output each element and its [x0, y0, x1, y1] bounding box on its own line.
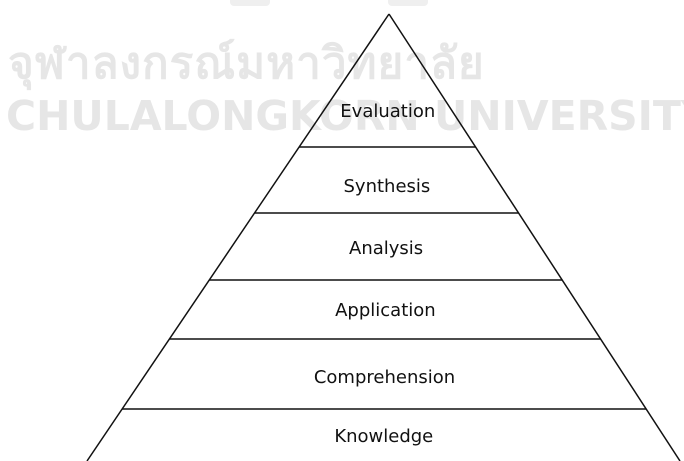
watermark-thai-text: จุฬาลงกรณ์มหาวิทยาลัย: [8, 38, 485, 89]
pyramid-level-label: Evaluation: [340, 101, 435, 122]
pyramid-level-label: Comprehension: [314, 367, 455, 388]
pyramid-level-label: Synthesis: [344, 176, 431, 197]
pyramid-labels: EvaluationSynthesisAnalysisApplicationCo…: [314, 101, 455, 447]
watermark-crest-left: [230, 0, 270, 6]
pyramid-right-edge: [388, 13, 681, 461]
pyramid-level-label: Knowledge: [334, 426, 433, 447]
watermark-crest-right: [388, 0, 428, 6]
pyramid-left-edge: [86, 13, 390, 461]
pyramid-level-label: Analysis: [349, 238, 423, 259]
pyramid-level-label: Application: [335, 300, 436, 321]
pyramid-outline: [86, 13, 681, 461]
watermark-english-text: CHULALONGKORN UNIVERSITY: [6, 92, 684, 140]
